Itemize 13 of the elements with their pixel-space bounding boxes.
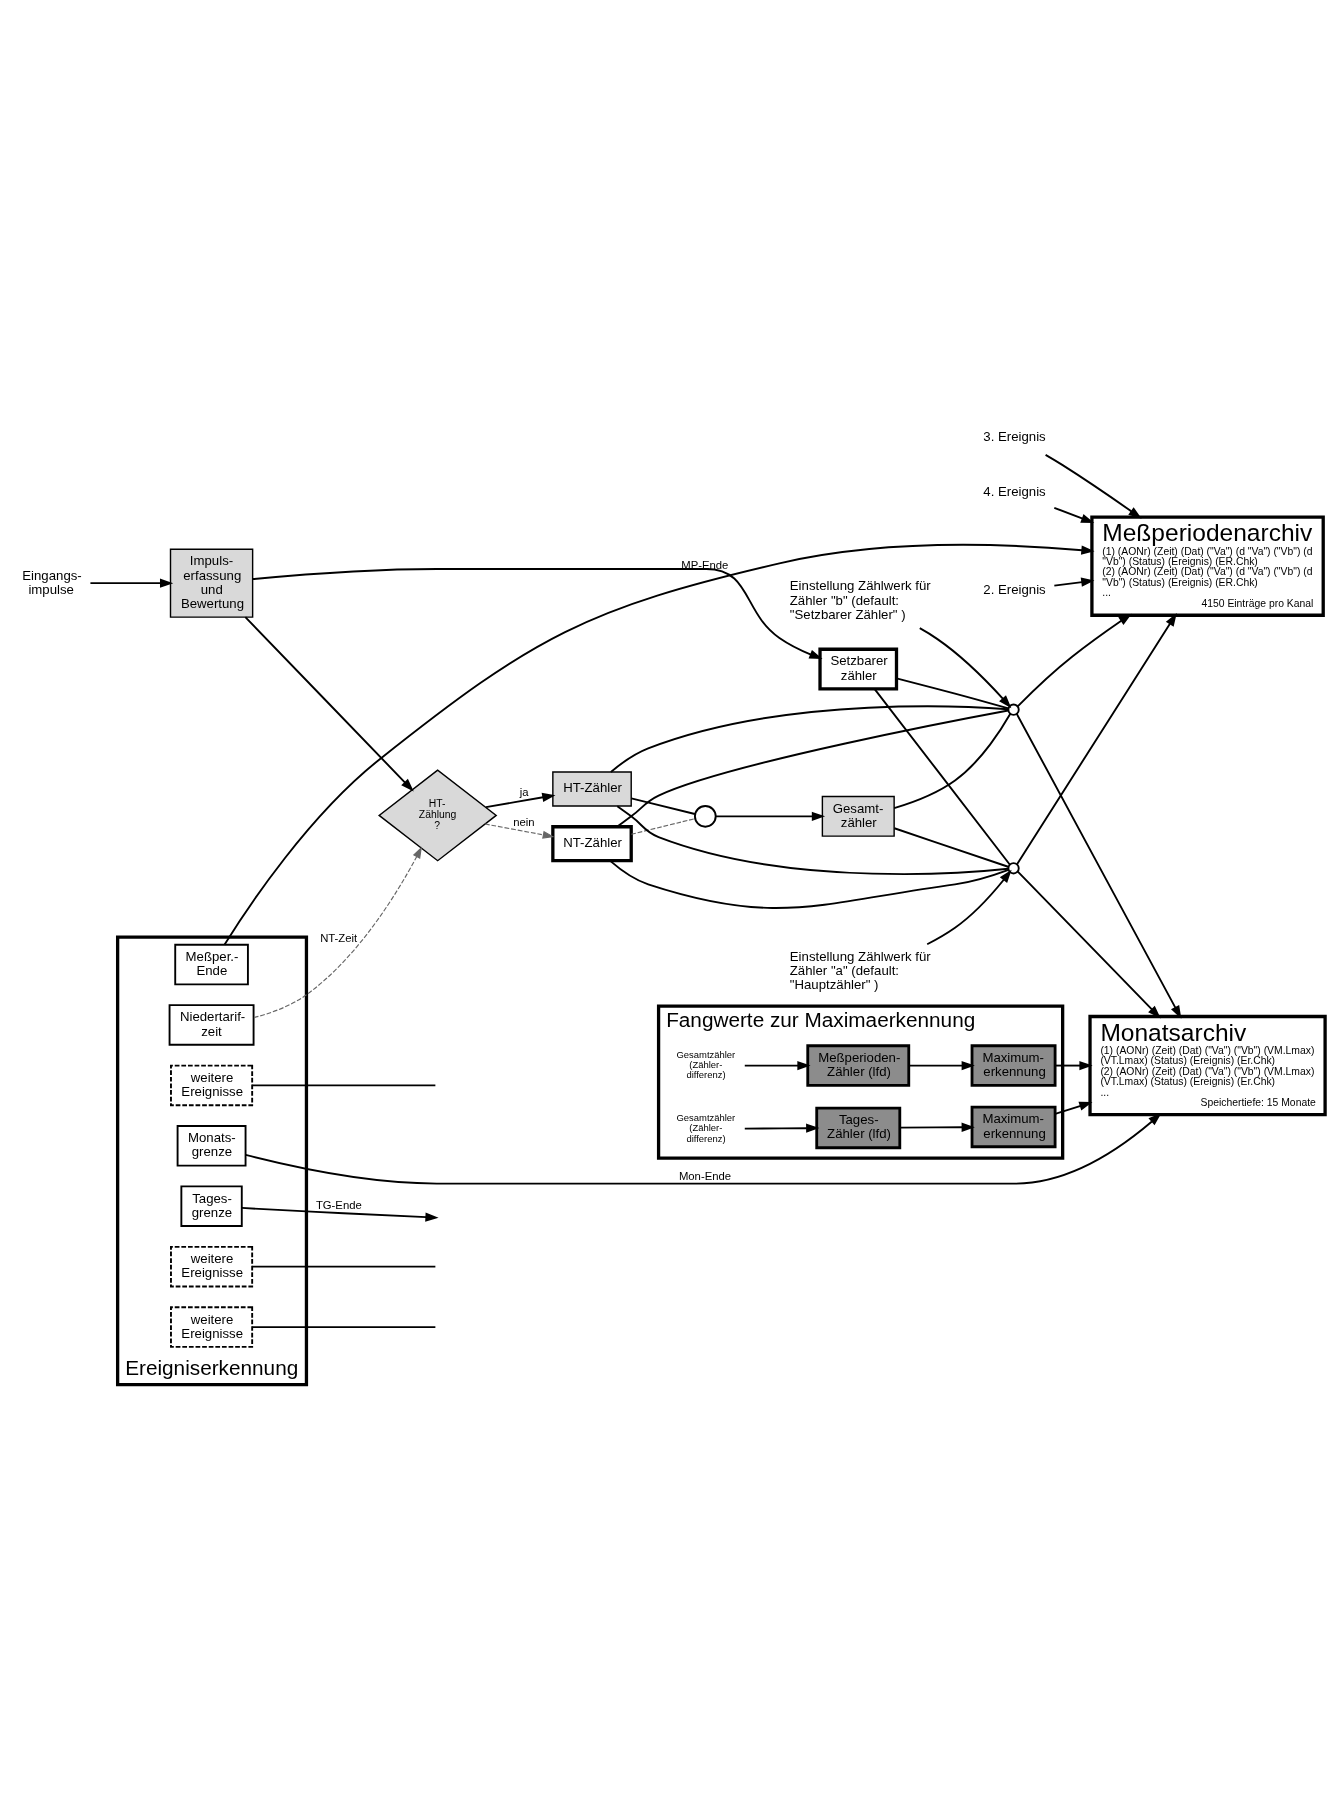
node-text: Eingangs- impulse [22,567,82,597]
node-text: Einstellung Zählwerk für Zähler "b" (default: "Setzbarer Zähler" ) [789,578,931,622]
node-text: Gesamtzähler (Zähler- differenz) [676,1048,736,1081]
node-text: Gesamtzähler (Zähler- differenz) [676,1111,736,1144]
edge-label: NT-Zeit [320,931,358,944]
node-text: 3. Ereignis [983,429,1046,445]
node-text: 2. Ereignis [983,582,1046,598]
node-text: 4. Ereignis [983,484,1046,500]
edge-label: TG-Ende [315,1198,362,1211]
edge-label: Mon-Ende [678,1170,732,1183]
edge-label: ja [519,786,529,799]
node-text: Einstellung Zählwerk für Zähler "a" (default: "Hauptzähler" ) [789,948,931,992]
edge-label: nein [513,816,535,829]
